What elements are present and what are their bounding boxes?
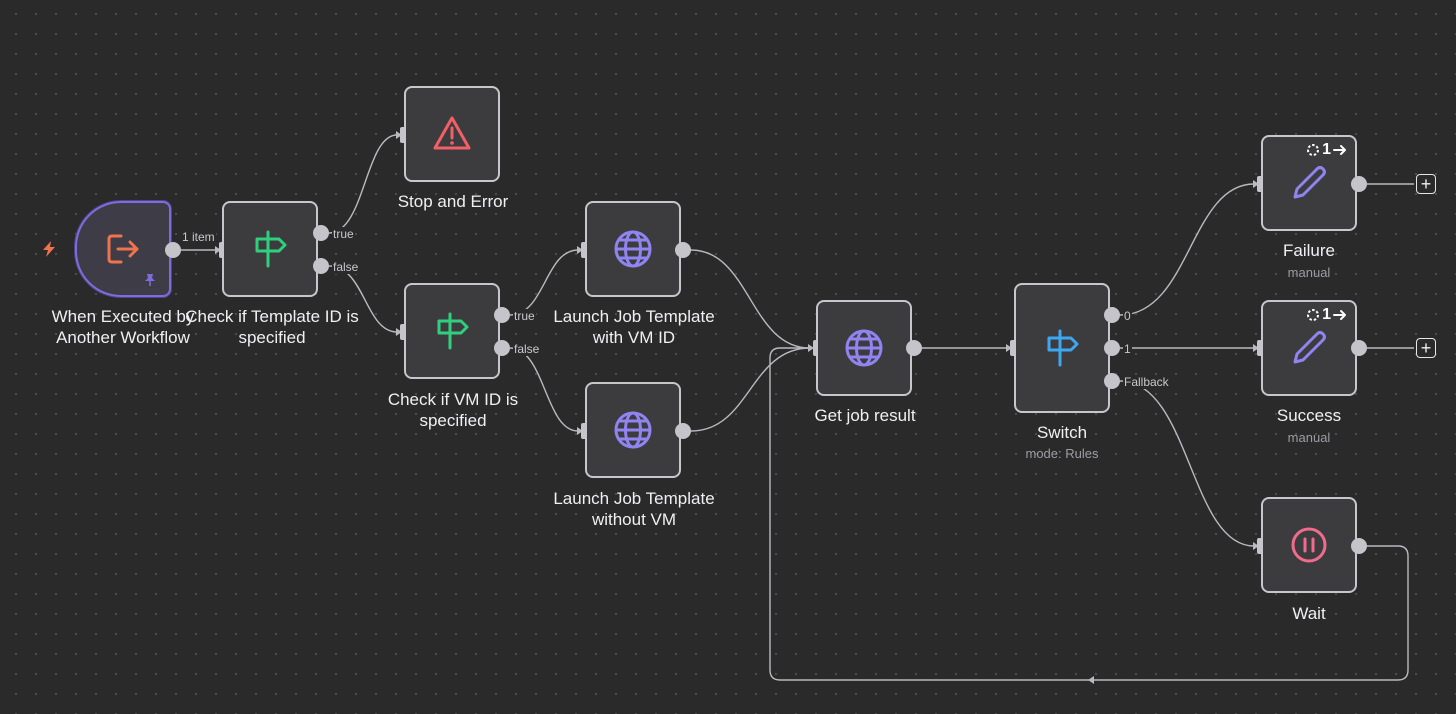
pin-icon bbox=[145, 274, 155, 286]
pinned-run-badge: 1 bbox=[1306, 306, 1347, 324]
success-output-port[interactable] bbox=[1351, 340, 1367, 356]
check-vm-title: Check if VM ID is specified bbox=[353, 389, 553, 431]
failure-output-port[interactable] bbox=[1351, 176, 1367, 192]
check-template-false-port[interactable] bbox=[313, 258, 329, 274]
launch-with-vm-title-line1: Launch Job Template bbox=[553, 307, 715, 326]
launch-with-vm-output-port[interactable] bbox=[675, 242, 691, 258]
check-vm-title-line1: Check if VM ID is bbox=[387, 390, 519, 409]
success-subtitle: manual bbox=[1287, 430, 1331, 445]
launch-without-vm-output-port[interactable] bbox=[675, 423, 691, 439]
signpost-icon bbox=[437, 312, 469, 350]
node-success[interactable]: 1 bbox=[1261, 300, 1357, 396]
node-launch-job-template-with-vm-id[interactable] bbox=[585, 201, 681, 297]
node-check-if-vm-id-is-specified[interactable] bbox=[404, 283, 500, 379]
node-failure[interactable]: 1 bbox=[1261, 135, 1357, 231]
edge-label-switch-fallback: Fallback bbox=[1123, 375, 1170, 389]
switch-output-port-0[interactable] bbox=[1104, 307, 1120, 323]
globe-icon bbox=[614, 411, 652, 449]
node-wait[interactable] bbox=[1261, 497, 1357, 593]
check-template-title: Check if Template ID is specified bbox=[172, 306, 372, 348]
dashed-circle-icon bbox=[1307, 309, 1320, 321]
edge-label-template-false: false bbox=[332, 260, 360, 274]
arrow-right-icon bbox=[1333, 145, 1346, 155]
node-switch[interactable] bbox=[1014, 283, 1110, 413]
globe-icon bbox=[845, 329, 883, 367]
pencil-icon bbox=[1293, 331, 1326, 364]
switch-output-port-1[interactable] bbox=[1104, 340, 1120, 356]
check-vm-title-line2: specified bbox=[419, 411, 487, 430]
globe-icon bbox=[614, 230, 652, 268]
warning-icon bbox=[433, 116, 471, 150]
lightning-bolt-icon bbox=[43, 241, 55, 257]
launch-with-vm-title-line2: with VM ID bbox=[592, 328, 676, 347]
success-title: Success bbox=[1276, 406, 1342, 425]
edge-label-vm-false: false bbox=[513, 342, 541, 356]
trigger-title-line1: When Executed by bbox=[51, 307, 195, 326]
check-vm-false-port[interactable] bbox=[494, 340, 510, 356]
failure-title: Failure bbox=[1283, 241, 1335, 260]
trigger-title: When Executed by Another Workflow bbox=[23, 306, 223, 348]
get-job-result-output-port[interactable] bbox=[906, 340, 922, 356]
signpost-icon bbox=[255, 230, 287, 268]
trigger-output-port[interactable] bbox=[165, 242, 181, 258]
success-badge-count: 1 bbox=[1322, 306, 1331, 323]
edge-launch-without-vm-to-get-result bbox=[690, 347, 811, 432]
edge-label-switch-0: 0 bbox=[1123, 309, 1132, 323]
check-template-true-port[interactable] bbox=[313, 225, 329, 241]
get-job-result-title: Get job result bbox=[814, 406, 916, 425]
check-template-title-line2: specified bbox=[238, 328, 306, 347]
switch-title: Switch bbox=[1036, 423, 1088, 442]
failure-badge-count: 1 bbox=[1322, 141, 1331, 158]
node-stop-and-error[interactable] bbox=[404, 86, 500, 182]
edge-switch-0-to-failure bbox=[1119, 183, 1255, 316]
wait-title: Wait bbox=[1292, 604, 1326, 623]
dashed-circle-icon bbox=[1307, 144, 1320, 156]
launch-without-vm-title-line2: without VM bbox=[591, 510, 677, 529]
edge-label-items: 1 item bbox=[181, 230, 216, 244]
edge-label-vm-true: true bbox=[513, 309, 536, 323]
node-when-executed-by-another-workflow[interactable] bbox=[75, 201, 171, 297]
trigger-title-line2: Another Workflow bbox=[56, 328, 190, 347]
arrowheads bbox=[215, 131, 1259, 684]
wait-output-port[interactable] bbox=[1351, 538, 1367, 554]
check-template-title-line1: Check if Template ID is bbox=[185, 307, 359, 326]
launch-without-vm-title-line1: Launch Job Template bbox=[553, 489, 715, 508]
sign-out-icon bbox=[107, 234, 139, 264]
node-launch-job-template-without-vm[interactable] bbox=[585, 382, 681, 478]
node-get-job-result[interactable] bbox=[816, 300, 912, 396]
check-vm-true-port[interactable] bbox=[494, 307, 510, 323]
pencil-icon bbox=[1293, 166, 1326, 199]
pause-icon bbox=[1291, 527, 1327, 563]
switch-subtitle: mode: Rules bbox=[1025, 446, 1099, 461]
switch-output-port-fallback[interactable] bbox=[1104, 373, 1120, 389]
edge-label-switch-1: 1 bbox=[1123, 342, 1132, 356]
launch-without-vm-title: Launch Job Template without VM bbox=[534, 488, 734, 530]
failure-subtitle: manual bbox=[1287, 265, 1331, 280]
stop-error-title: Stop and Error bbox=[397, 192, 509, 211]
edge-label-template-true: true bbox=[332, 227, 355, 241]
signpost-icon bbox=[1047, 329, 1079, 367]
node-check-if-template-id-is-specified[interactable] bbox=[222, 201, 318, 297]
add-node-after-success-button[interactable]: + bbox=[1416, 338, 1436, 358]
edge-template-true-to-stop bbox=[328, 134, 398, 234]
launch-with-vm-title: Launch Job Template with VM ID bbox=[534, 306, 734, 348]
edge-launch-with-vm-to-get-result bbox=[690, 249, 811, 349]
arrow-right-icon bbox=[1333, 310, 1346, 320]
pinned-run-badge: 1 bbox=[1306, 141, 1347, 159]
add-node-after-failure-button[interactable]: + bbox=[1416, 174, 1436, 194]
